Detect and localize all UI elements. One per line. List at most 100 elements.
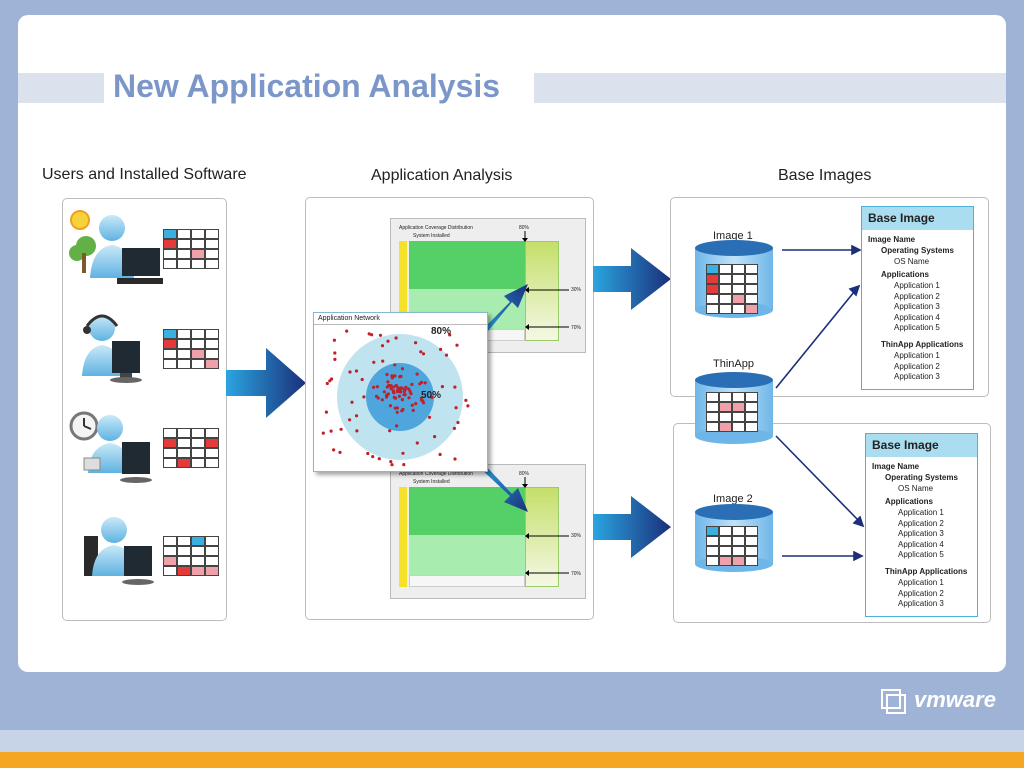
- grid-cell: [732, 274, 745, 284]
- scatter-point: [370, 333, 374, 337]
- footer-stripe: [0, 752, 1024, 768]
- grid-cell: [191, 259, 205, 269]
- vmware-wordmark: vmware: [914, 687, 996, 712]
- footer-band: [0, 730, 1024, 752]
- grid-cell: [719, 422, 732, 432]
- grid-cell: [719, 402, 732, 412]
- bi1-os-name: OS Name: [894, 257, 930, 266]
- grid-cell: [191, 349, 205, 359]
- chart2-subtitle: System Installed: [413, 479, 450, 485]
- chart1-band-1: [409, 241, 525, 289]
- grid-cell: [191, 339, 205, 349]
- scatter-point: [367, 332, 371, 336]
- scatter-point: [452, 426, 456, 430]
- grid-cell: [745, 526, 758, 536]
- scatter-point: [407, 387, 411, 391]
- grid-cell: [191, 448, 205, 458]
- bi1-apps-list: Application 1 Application 2 Application …: [894, 281, 940, 334]
- grid-cell: [191, 556, 205, 566]
- grid-cell: [732, 412, 745, 422]
- grid-cell: [205, 438, 219, 448]
- scatter-point: [375, 385, 379, 389]
- scatter-point: [386, 392, 390, 396]
- grid-cell: [706, 294, 719, 304]
- bi1-apps-heading: Applications: [881, 270, 930, 279]
- grid-cell: [706, 304, 719, 314]
- scatter-point: [454, 406, 458, 410]
- bi2-image-name: Image Name: [872, 462, 920, 471]
- grid-cell: [205, 556, 219, 566]
- user-headset-icon: [82, 314, 142, 383]
- base-image-box-1: Base Image Image Name Operating Systems …: [861, 206, 974, 390]
- grid-cell: [191, 359, 205, 369]
- grid-cell: [745, 412, 758, 422]
- grid-cell: [177, 239, 191, 249]
- grid-cell: [163, 546, 177, 556]
- grid-cell: [706, 274, 719, 284]
- scatter-point: [421, 401, 426, 405]
- scatter-point: [408, 389, 412, 393]
- grid-cell: [706, 422, 719, 432]
- title-backdrop: [104, 70, 534, 106]
- scatter-point: [345, 329, 349, 333]
- grid-cell: [732, 422, 745, 432]
- scatter-point: [328, 379, 332, 383]
- grid-cell: [732, 284, 745, 294]
- chart1-subtitle: System Installed: [413, 233, 450, 239]
- list-item: Application 1: [898, 508, 944, 517]
- list-item: Application 2: [898, 518, 944, 528]
- thinapp-label: ThinApp: [713, 358, 754, 370]
- chart2-band-1: [409, 487, 525, 535]
- grid-cell: [732, 264, 745, 274]
- scatter-point: [448, 333, 452, 337]
- base-image-box-2: Base Image Image Name Operating Systems …: [865, 433, 978, 617]
- chart2-yellow-bar: [399, 487, 407, 587]
- chart2-band-2: [409, 535, 525, 575]
- scatter-point: [419, 396, 423, 400]
- scatter-point: [398, 389, 403, 393]
- scatter-point: [438, 452, 442, 457]
- scatter-point: [433, 435, 437, 439]
- grid-cell: [732, 304, 745, 314]
- grid-cell: [706, 412, 719, 422]
- grid-cell: [719, 284, 732, 294]
- scatter-point: [415, 372, 419, 376]
- grid-cell: [745, 304, 758, 314]
- grid-cell: [163, 349, 177, 359]
- chart1-marker-mid: 30%: [571, 287, 582, 293]
- scatter-point: [456, 420, 460, 425]
- grid-cell: [745, 392, 758, 402]
- grid-cell: [163, 458, 177, 468]
- grid-cell: [706, 392, 719, 402]
- grid-cell: [732, 526, 745, 536]
- grid-cell: [177, 339, 191, 349]
- scatter-point: [355, 429, 359, 433]
- scatter-point: [439, 347, 443, 351]
- scatter-point: [329, 429, 333, 433]
- scatter-point: [415, 441, 419, 445]
- scatter-point: [377, 457, 381, 461]
- grid-cell: [706, 264, 719, 274]
- grid-cell: [719, 536, 732, 546]
- scatter-point: [402, 393, 406, 397]
- grid-cell: [745, 274, 758, 284]
- chart1-gradient-col: [525, 241, 559, 341]
- grid-cell: [177, 349, 191, 359]
- scatter-point: [339, 427, 343, 431]
- grid-cell: [205, 239, 219, 249]
- list-item: Application 2: [894, 291, 940, 301]
- list-item: Application 3: [898, 599, 944, 608]
- grid-cell: [732, 294, 745, 304]
- scatter-point: [400, 367, 405, 371]
- scatter-point: [393, 374, 397, 378]
- grid-cell: [163, 536, 177, 546]
- user-clock-icon: [69, 411, 152, 483]
- scatter-point: [380, 344, 385, 348]
- list-item: Application 1: [894, 351, 940, 360]
- bi1-thinapp-list: Application 1 Application 2 Application …: [894, 351, 940, 383]
- flow-arrow-3: [593, 496, 671, 558]
- scatter-point: [388, 429, 392, 433]
- grid-cell: [745, 402, 758, 412]
- scatter-point: [418, 382, 422, 386]
- scatter-point: [354, 414, 359, 418]
